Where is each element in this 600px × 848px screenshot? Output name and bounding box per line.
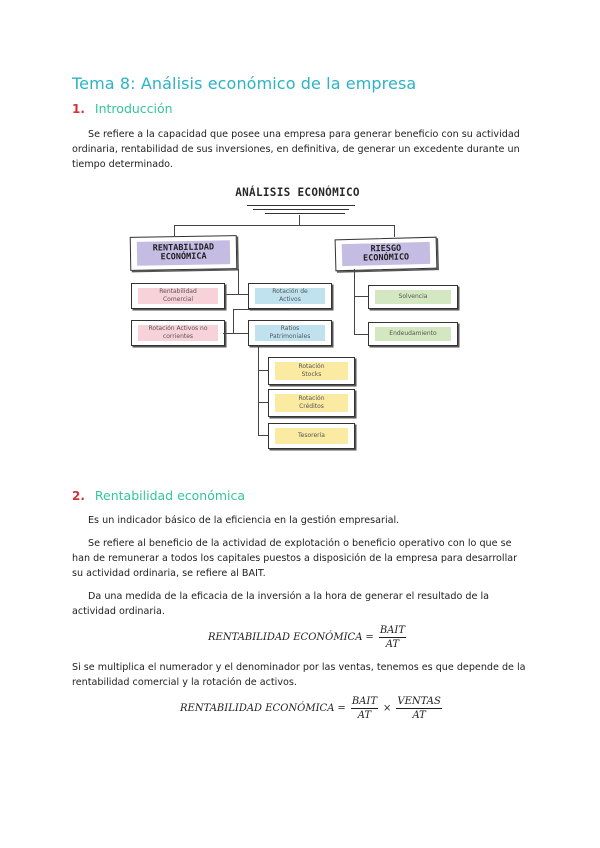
node-ratios-patrimoniales: Ratios Patrimoniales: [248, 320, 332, 346]
title-underline: [253, 209, 349, 210]
fraction: VENTAS AT: [396, 696, 442, 721]
paragraph: Se refiere al beneficio de la actividad …: [72, 538, 518, 579]
connector: [354, 296, 368, 298]
connector: [174, 225, 394, 227]
connector: [233, 309, 235, 334]
connector: [223, 333, 248, 335]
section-heading-introduccion: 1. Introducción: [72, 101, 173, 116]
paragraph: Da una medida de la eficacia de la inver…: [72, 591, 490, 617]
fraction: BAIT AT: [350, 696, 379, 721]
connector: [239, 294, 248, 296]
document-title: Tema 8: Análisis económico de la empresa: [72, 74, 417, 93]
paragraph: Es un indicador básico de la eficiencia …: [88, 515, 400, 526]
connector: [354, 334, 368, 336]
section-number: 2.: [72, 489, 85, 503]
section-heading-rentabilidad-economica: 2. Rentabilidad económica: [72, 488, 245, 503]
section-number: 1.: [72, 102, 85, 116]
node-rotacion-stocks: Rotación Stocks: [268, 357, 355, 385]
formula-rentabilidad-descompuesta: RENTABILIDAD ECONÓMICA = BAIT AT × VENTA…: [180, 696, 442, 721]
connector: [174, 225, 176, 237]
connector: [258, 345, 260, 435]
node-tesoreria: Tesorería: [268, 423, 355, 449]
section-title: Introducción: [94, 101, 173, 116]
connector: [299, 215, 301, 225]
title-underline: [247, 205, 355, 206]
node-riesgo-economico: RIESGO ECONÓMICO: [334, 236, 438, 272]
connector: [258, 435, 268, 437]
formula-rentabilidad-economica: RENTABILIDAD ECONÓMICA = BAIT AT: [208, 625, 407, 650]
section-title: Rentabilidad económica: [94, 488, 246, 503]
node-rotacion-creditos: Rotación Créditos: [268, 389, 355, 417]
connector: [233, 309, 289, 311]
paragraph: Se refiere a la capacidad que posee una …: [72, 129, 520, 170]
connector: [394, 225, 396, 237]
connector: [258, 370, 268, 372]
node-rotacion-activos-no-corrientes: Rotación Activos no corrientes: [131, 320, 225, 346]
node-rotacion-activos: Rotación de Activos: [248, 283, 332, 309]
fraction: BAIT AT: [378, 625, 407, 650]
paragraph: Si se multiplica el numerador y el denom…: [72, 662, 526, 688]
node-solvencia: Solvencia: [368, 285, 458, 309]
connector: [238, 269, 240, 294]
node-rentabilidad-comercial: Rentabilidad Comercial: [131, 283, 225, 309]
node-endeudamiento: Endeudamiento: [368, 322, 458, 346]
title-underline: [265, 213, 345, 214]
connector: [258, 402, 268, 404]
connector: [354, 269, 356, 335]
diagram-title: ANÁLISIS ECONÓMICO: [235, 185, 360, 200]
connector: [223, 294, 239, 296]
analisis-economico-diagram: ANÁLISIS ECONÓMICO RENTABILIDAD ECONÓMIC…: [125, 183, 470, 451]
node-rentabilidad-economica: RENTABILIDAD ECONÓMICA: [129, 235, 238, 271]
